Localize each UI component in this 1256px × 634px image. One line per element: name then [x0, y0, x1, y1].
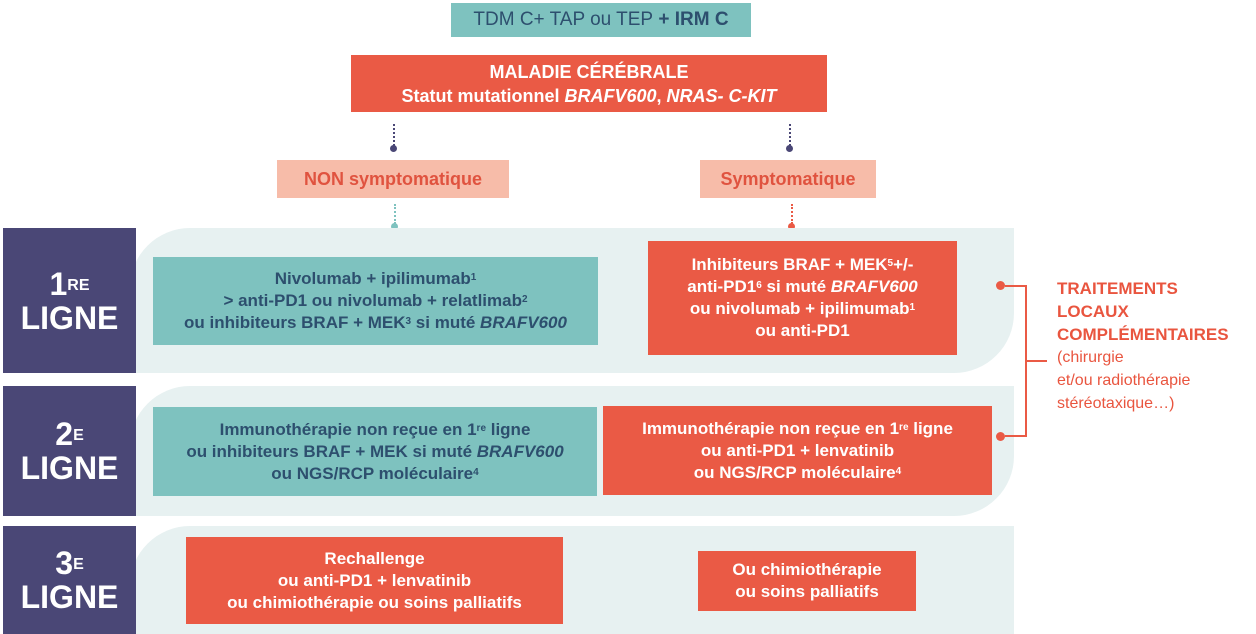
line2-label: 2E LIGNE [3, 386, 136, 516]
line1-symptomatic-box: Inhibiteurs BRAF + MEK5+/- anti-PD16 si … [648, 241, 957, 355]
bracket-line [1005, 285, 1027, 437]
non-symptomatic-label: NON symptomatique [277, 160, 509, 198]
connector-right-top-dot [786, 145, 793, 152]
line1-label: 1RE LIGNE [3, 228, 136, 373]
line2-non-symptomatic-box: Immunothérapie non reçue en 1re ligne ou… [153, 407, 597, 496]
connector-right-top [789, 124, 791, 146]
line2-symptomatic-box: Immunothérapie non reçue en 1re ligne ou… [603, 406, 992, 495]
line3-right-box: Ou chimiothérapie ou soins palliatifs [698, 551, 916, 611]
connector-left-top [393, 124, 395, 146]
bracket-tick [1027, 360, 1047, 362]
disease-title: MALADIE CÉRÉBRALE [489, 61, 689, 82]
bracket-dot-top [996, 281, 1005, 290]
imaging-box: TDM C+ TAP ou TEP + IRM C [451, 3, 751, 37]
connector-left-top-dot [390, 145, 397, 152]
connector-left-bottom [394, 204, 396, 224]
imaging-text: TDM C+ TAP ou TEP [473, 9, 654, 30]
symptomatic-label: Symptomatique [700, 160, 876, 198]
mutation-status: Statut mutationnel BRAFV600, NRAS- C-KIT [401, 85, 777, 106]
line3-label: 3E LIGNE [3, 526, 136, 634]
line1-non-symptomatic-box: Nivolumab + ipilimumab1 > anti-PD1 ou ni… [153, 257, 598, 345]
bracket-dot-bottom [996, 432, 1005, 441]
connector-left-bottom-dot [391, 223, 398, 230]
connector-right-bottom-dot [788, 223, 795, 230]
disease-box: MALADIE CÉRÉBRALE Statut mutationnel BRA… [351, 55, 827, 112]
imaging-mri-text: + IRM C [658, 9, 729, 30]
connector-right-bottom [791, 204, 793, 224]
line3-left-box: Rechallenge ou anti-PD1 + lenvatinib ou … [186, 537, 563, 624]
local-treatments-text: TRAITEMENTS LOCAUX COMPLÉMENTAIRES (chir… [1057, 279, 1229, 412]
